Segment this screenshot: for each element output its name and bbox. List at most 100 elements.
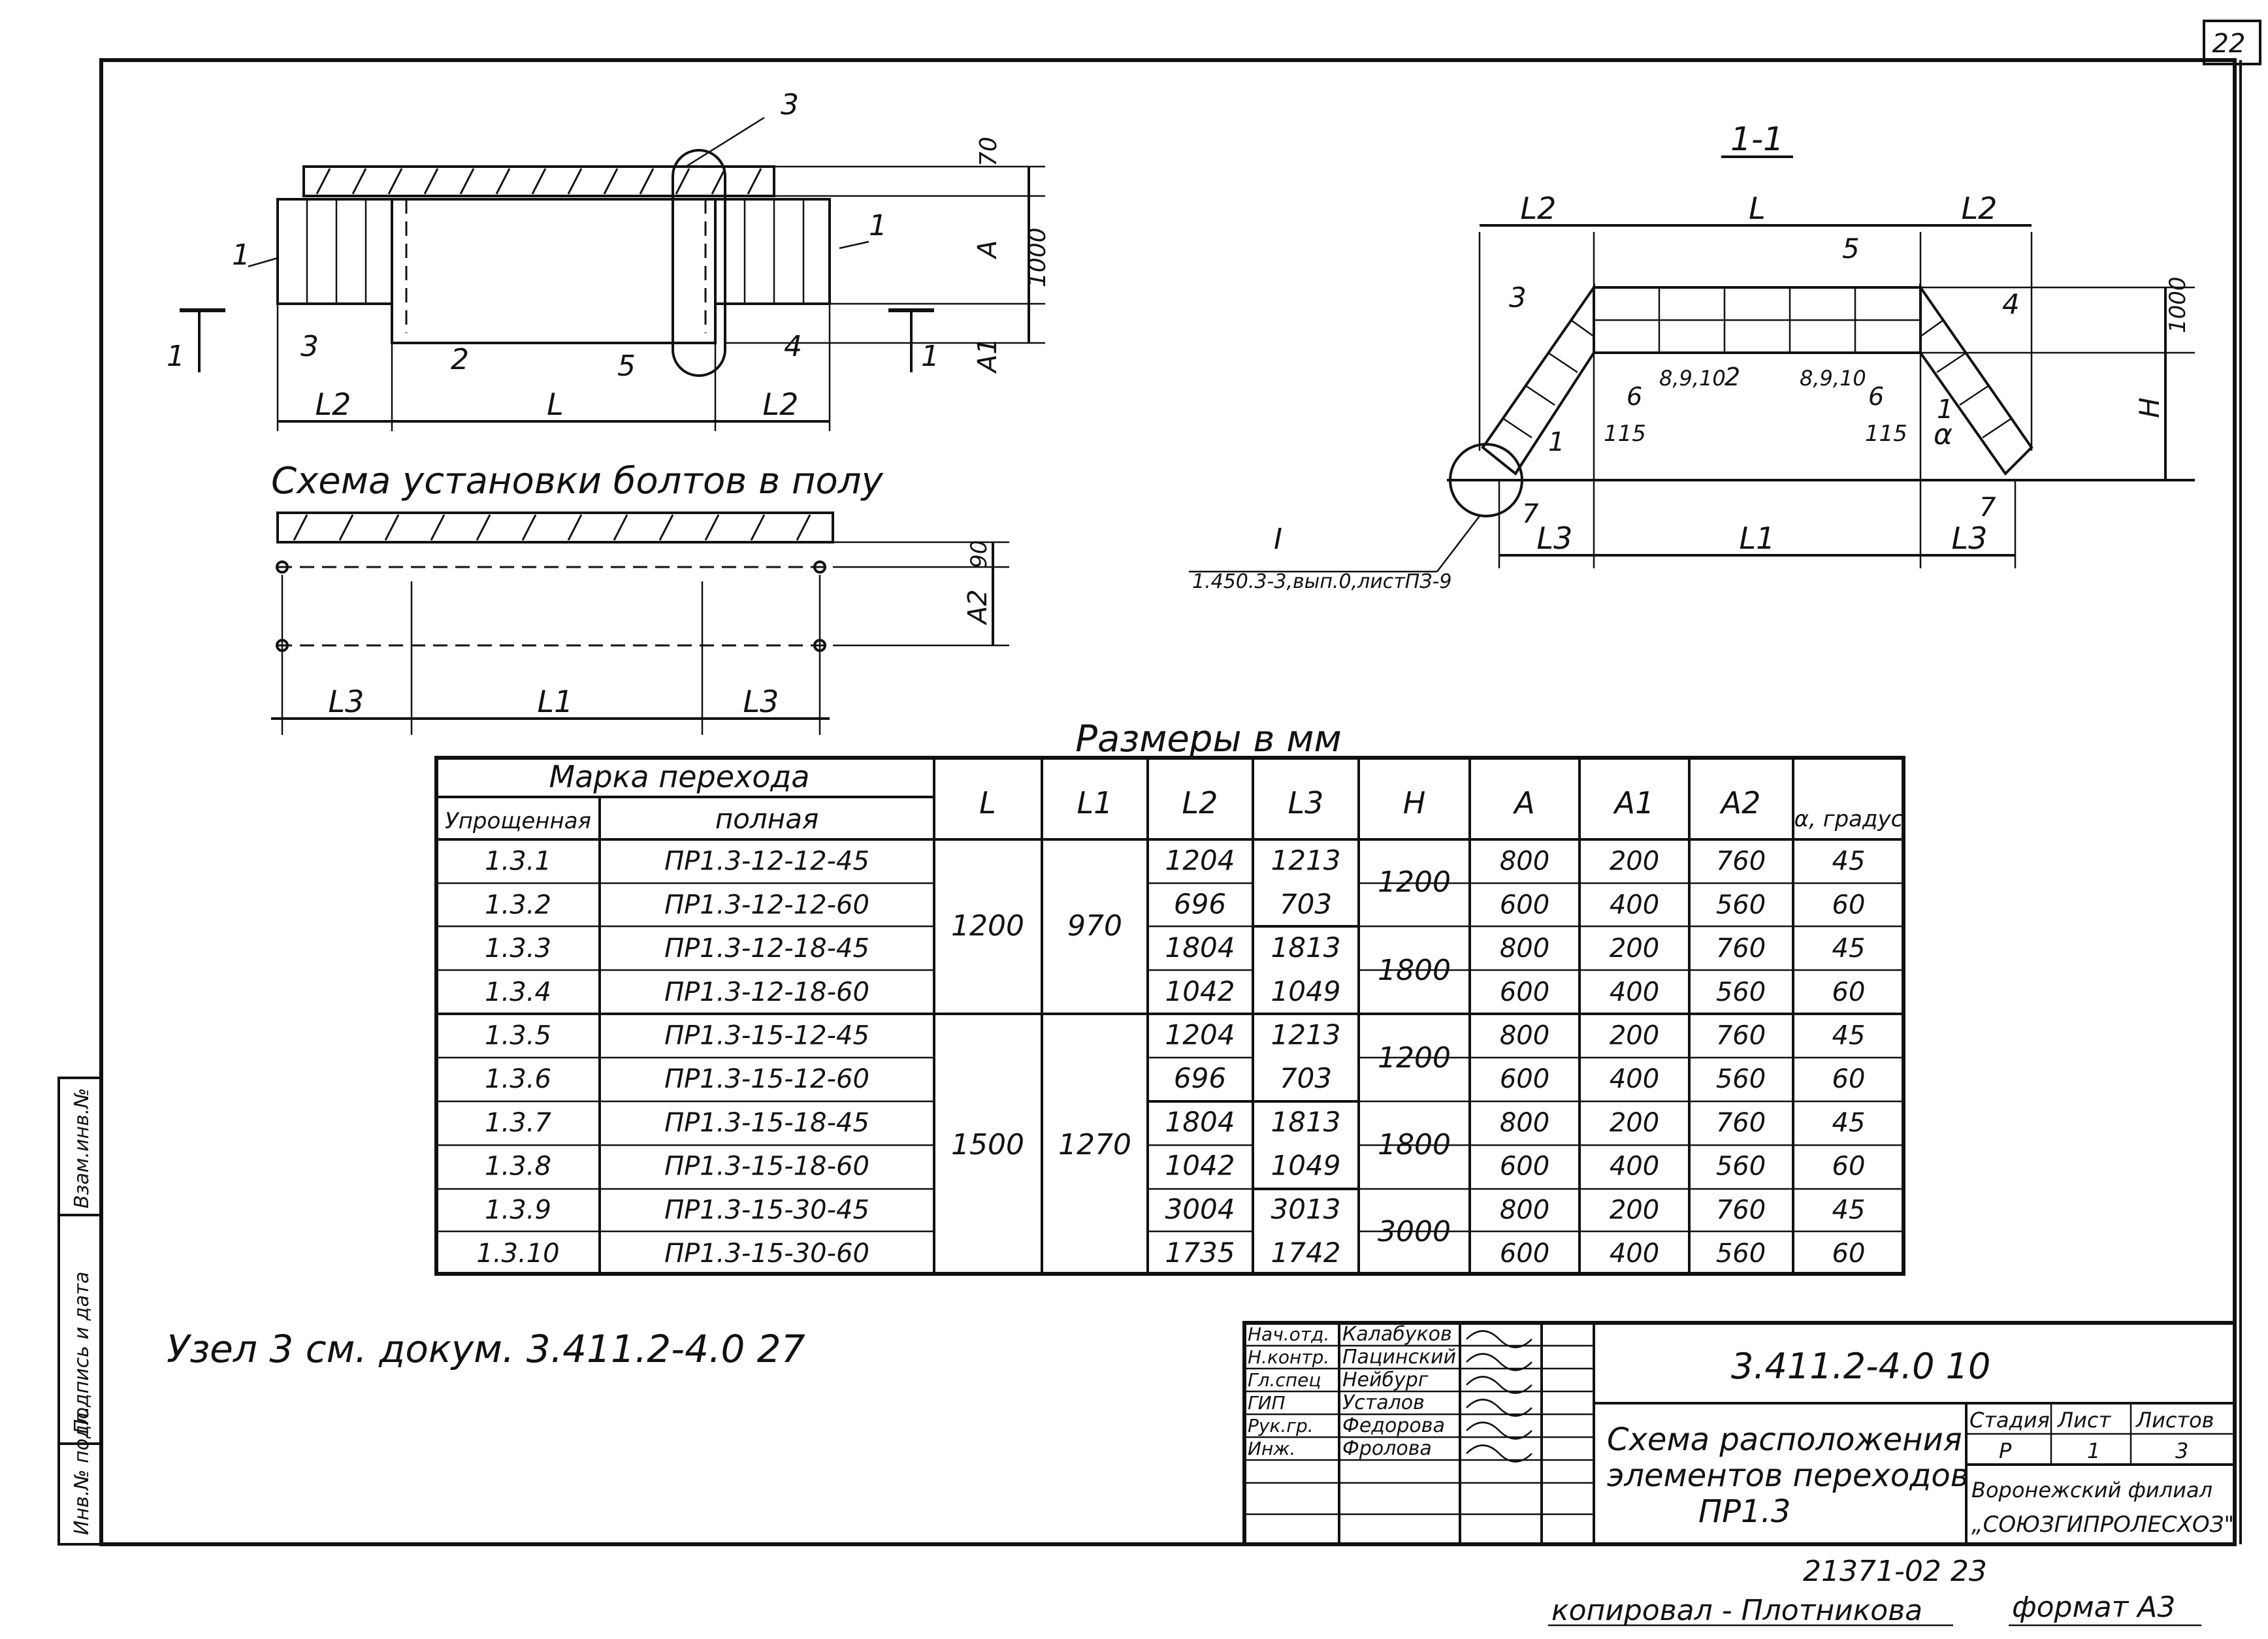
copied-by: копировал - Плотникова <box>1551 1594 1922 1627</box>
row-a: 800 <box>1500 1021 1549 1051</box>
tb-sheet-header: Лист <box>2057 1408 2111 1433</box>
row-full-mark: ПР1.3-12-18-60 <box>664 977 869 1007</box>
sheet-frame <box>99 58 2237 1546</box>
row-l3: 1742 <box>1271 1237 1341 1269</box>
table-col-l1: L1 <box>1077 785 1113 820</box>
plan-dim-1000: 1000 <box>1024 227 1051 287</box>
merged-l-a: 1200 <box>951 909 1024 943</box>
row-full-mark: ПР1.3-12-12-45 <box>664 847 869 877</box>
sheet-format: формат А3 <box>2012 1591 2175 1624</box>
row-a1: 400 <box>1610 1064 1659 1094</box>
row-alpha: 45 <box>1832 1108 1866 1138</box>
plan-pos-1-left: 1 <box>232 238 250 272</box>
row-l3: 1813 <box>1271 932 1341 964</box>
row-a1: 400 <box>1610 977 1659 1007</box>
plan-pos-3-top: 3 <box>781 88 799 122</box>
row-l3: 1213 <box>1271 1019 1341 1051</box>
tb-name: Фролова <box>1342 1437 1432 1460</box>
plan-pos-1-right: 1 <box>869 209 887 242</box>
row-a2: 560 <box>1716 890 1766 920</box>
section-dim-l3-right: L3 <box>1952 521 1988 556</box>
tb-org: Воронежский филиал <box>1971 1478 2212 1502</box>
row-short-mark: 1.3.9 <box>485 1195 551 1225</box>
tb-doc-code: 3.411.2-4.0 10 <box>1731 1346 1990 1387</box>
tb-stage-header: Стадия <box>1969 1408 2050 1433</box>
title-block: Нач.отд. Н.контр. Гл.спец ГИП Рук.гр. Ин… <box>1242 1321 2237 1546</box>
plan-dim-70: 70 <box>975 137 1002 167</box>
row-l2: 3004 <box>1165 1193 1235 1225</box>
section-1-1: 1-1 L2 L L2 L3 L1 L3 1000 H α 3 <box>1189 120 2195 593</box>
row-short-mark: 1.3.6 <box>485 1064 551 1094</box>
row-alpha: 45 <box>1832 1195 1866 1225</box>
tb-title-line: элементов переходов <box>1607 1457 1969 1494</box>
section-pos-2: 2 <box>1725 363 1740 391</box>
row-short-mark: 1.3.1 <box>485 847 551 877</box>
dimensions-table: Размеры в мм Марка перехода Упроще <box>434 718 1905 1276</box>
row-alpha: 60 <box>1832 1239 1866 1269</box>
row-a2: 760 <box>1716 1108 1766 1138</box>
section-pos-5: 5 <box>1842 233 1860 265</box>
tb-name: Пацинский <box>1342 1346 1456 1369</box>
sheet-number: 22 <box>2212 29 2246 59</box>
merged-l1-b: 1270 <box>1058 1128 1131 1161</box>
table-col-a1: A1 <box>1613 785 1655 820</box>
row-l2: 1204 <box>1165 1019 1235 1051</box>
row-a: 600 <box>1500 1239 1549 1269</box>
row-a1: 200 <box>1610 1021 1659 1051</box>
stamp-signature-date: Подпись и дата <box>71 1272 93 1435</box>
tb-role: Инж. <box>1248 1438 1295 1459</box>
table-col-alpha: α, градус <box>1794 806 1904 832</box>
plan-view: L2 L L2 70 A 1000 A1 1 1 2 3 3 4 5 1 1 <box>167 88 1051 431</box>
table-col-l3: L3 <box>1288 785 1324 820</box>
row-a2: 760 <box>1716 1195 1766 1225</box>
plan-dim-l: L <box>547 387 564 422</box>
section-dim-l2-right: L2 <box>1962 191 1998 226</box>
bolt-dim-a2: A2 <box>963 589 993 626</box>
section-pos-8910-right: 8,9,10 <box>1800 366 1866 391</box>
plan-dim-a1: A1 <box>973 338 1003 374</box>
section-right-stair <box>1919 283 2033 476</box>
section-dim-l1: L1 <box>1740 521 1775 556</box>
tb-sheets-header: Листов <box>2135 1408 2214 1433</box>
bolt-scheme-title: Схема установки болтов в полу <box>271 460 884 502</box>
merged-l-b: 1500 <box>951 1128 1024 1161</box>
stamp-inv-no: Инв.№ подл. <box>71 1406 93 1535</box>
row-alpha: 60 <box>1832 1064 1866 1094</box>
section-pos-1-right: 1 <box>1937 395 1953 425</box>
section-mark-label-left: 1 <box>167 340 185 373</box>
bolt-dim-l3-left: L3 <box>329 684 364 719</box>
row-a2: 760 <box>1716 847 1766 877</box>
plan-pos-3-left: 3 <box>300 330 319 363</box>
row-a: 600 <box>1500 977 1549 1007</box>
section-pos-8910-left: 8,9,10 <box>1659 366 1726 391</box>
section-pos-7-left: 7 <box>1522 499 1539 529</box>
row-l2: 1804 <box>1165 1106 1235 1138</box>
table-col-l: L <box>979 785 996 820</box>
node-note: Узел 3 см. докум. 3.411.2-4.0 27 <box>167 1327 805 1371</box>
tb-role: Н.контр. <box>1248 1346 1329 1368</box>
section-dim-115-right: 115 <box>1865 421 1907 447</box>
row-a2: 560 <box>1716 1064 1766 1094</box>
side-stamp: Инв.№ подл. Подпись и дата Взам.инв.№ <box>57 1077 103 1546</box>
row-short-mark: 1.3.4 <box>485 977 551 1007</box>
section-pos-3: 3 <box>1509 282 1527 314</box>
plan-stair-treads <box>306 199 805 304</box>
row-a: 800 <box>1500 1195 1549 1225</box>
merged-l1-a: 970 <box>1067 909 1122 943</box>
row-a: 800 <box>1500 847 1549 877</box>
row-a: 800 <box>1500 1108 1549 1138</box>
tb-name: Федорова <box>1342 1414 1445 1437</box>
row-full-mark: ПР1.3-15-18-60 <box>664 1152 869 1182</box>
row-full-mark: ПР1.3-15-30-45 <box>664 1195 869 1225</box>
tb-sheets-value: 3 <box>2175 1438 2188 1463</box>
merged-h: 1800 <box>1378 1128 1451 1161</box>
tb-name: Усталов <box>1342 1391 1425 1414</box>
bolt-dim-l1: L1 <box>538 684 574 719</box>
node-3-oval <box>672 149 726 377</box>
row-l2: 1735 <box>1165 1237 1235 1269</box>
row-a1: 200 <box>1610 847 1659 877</box>
row-l3: 1049 <box>1271 1150 1341 1182</box>
dims-title: Размеры в мм <box>1075 718 1341 760</box>
section-dim-l: L <box>1749 191 1766 226</box>
